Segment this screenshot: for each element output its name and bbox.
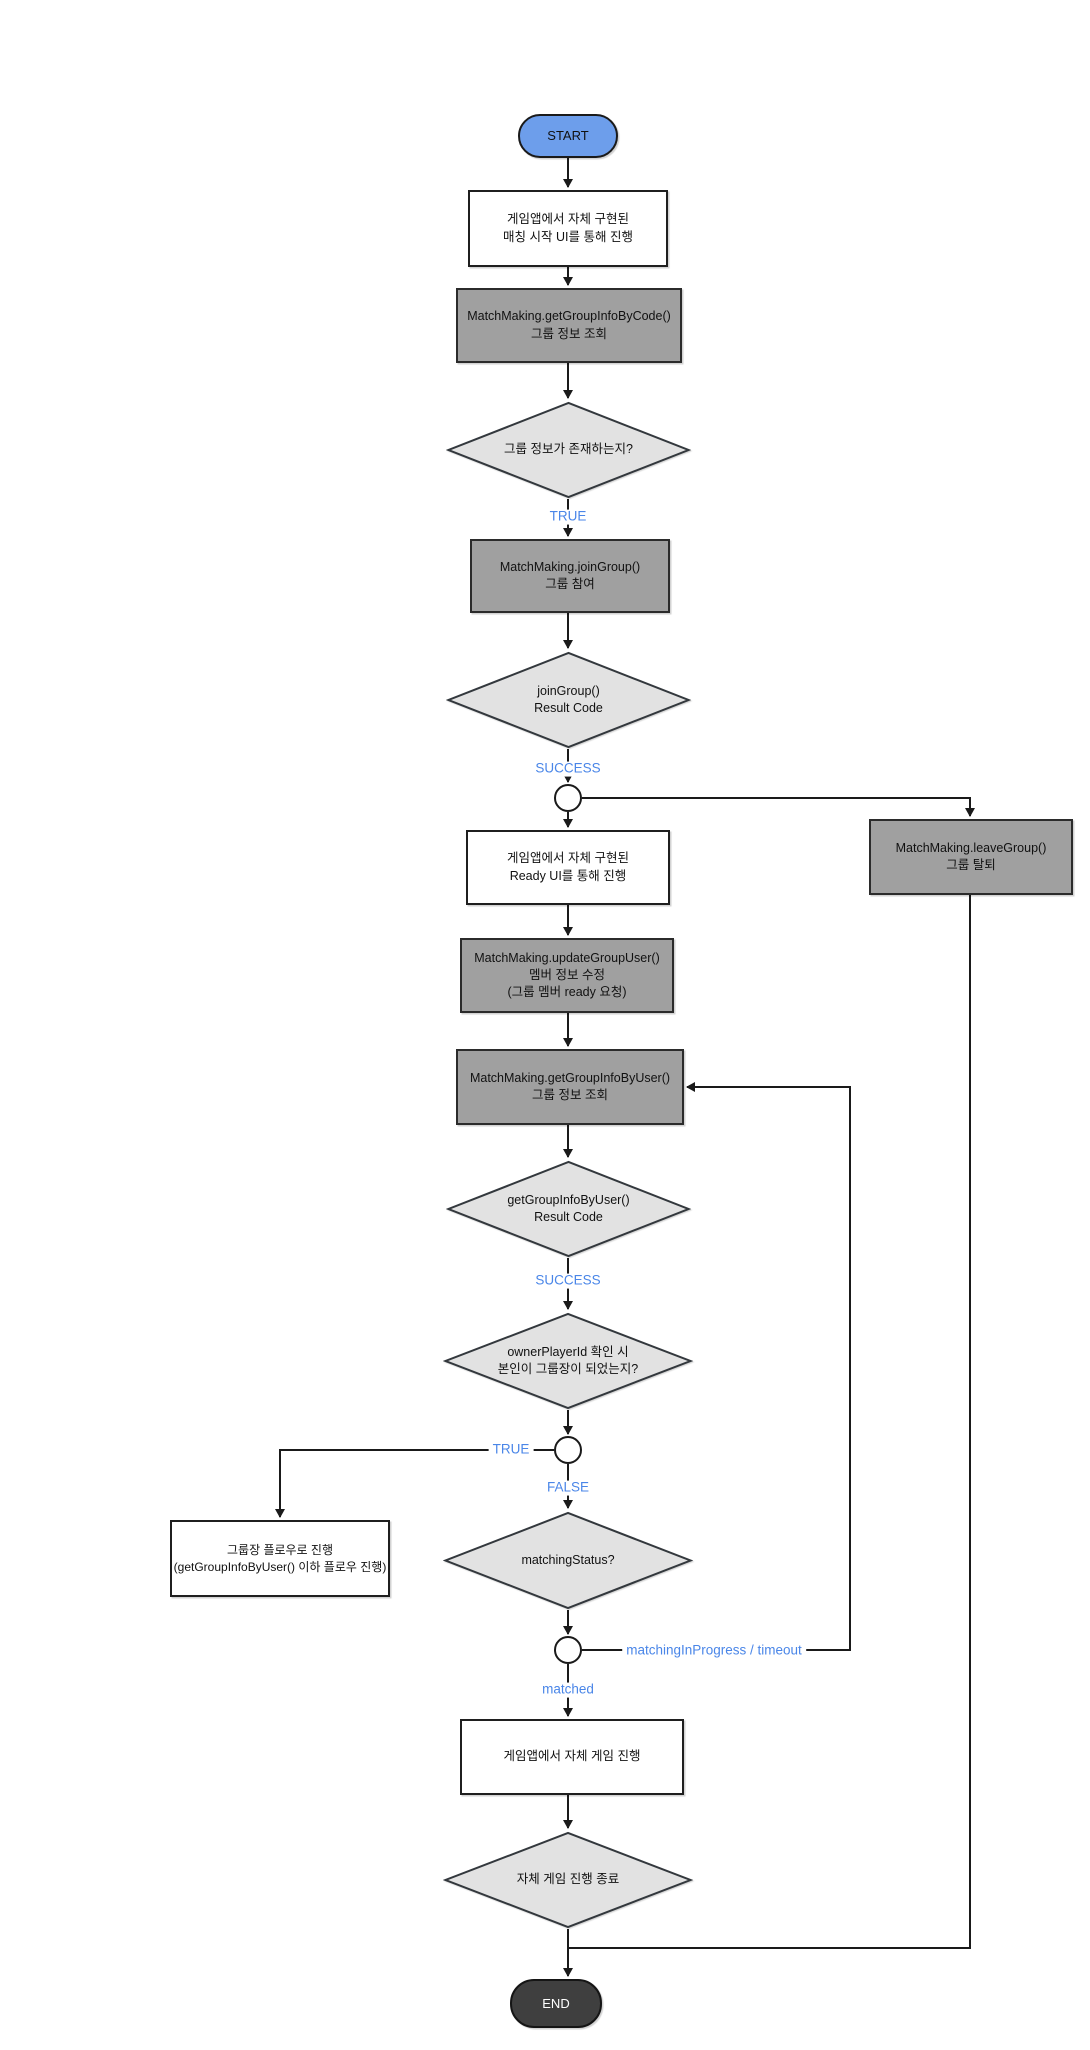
process-get-group-info-by-code: MatchMaking.getGroupInfoByCode() 그룹 정보 조… [456, 288, 682, 363]
decision-get-group-info-by-user-result-label: getGroupInfoByUser() Result Code [507, 1192, 630, 1224]
edge-junction1-to-leave-group [582, 797, 975, 817]
decision-group-exists-label: 그룹 정보가 존재하는지? [504, 442, 633, 457]
decision-get-group-info-by-user-result: getGroupInfoByUser() Result Code [446, 1160, 691, 1258]
process-ready-ui: 게임앱에서 자체 구현된 Ready UI를 통해 진행 [466, 830, 670, 905]
process-own-game-label: 게임앱에서 자체 게임 진행 [503, 1749, 641, 1764]
decision-owner-check-label: ownerPlayerId 확인 시 본인이 그룹장이 되었는지? [497, 1344, 639, 1376]
diamond-shape [446, 651, 691, 749]
diamond-shape [443, 1511, 693, 1610]
decision-join-group-result-label: joinGroup() Result Code [534, 683, 603, 715]
process-get-group-info-by-user-label: MatchMaking.getGroupInfoByUser() 그룹 정보 조… [469, 1070, 671, 1102]
process-join-group: MatchMaking.joinGroup() 그룹 참여 [470, 539, 670, 613]
process-ready-ui-label: 게임앱에서 자체 구현된 Ready UI를 통해 진행 [507, 851, 629, 883]
decision-join-group-result: joinGroup() Result Code [446, 651, 691, 749]
decision-game-end: 자체 게임 진행 종료 [443, 1831, 693, 1929]
process-update-group-user: MatchMaking.updateGroupUser() 멤버 정보 수정 (… [460, 938, 674, 1013]
start-label: START [547, 128, 589, 144]
edge-label-success-get-info: SUCCESS [531, 1273, 605, 1289]
process-update-group-user-label: MatchMaking.updateGroupUser() 멤버 정보 수정 (… [474, 950, 660, 1000]
decision-matching-status: matchingStatus? [443, 1511, 693, 1610]
edge-leave-group-to-end-join [569, 895, 971, 1949]
process-leader-flow: 그룹장 플로우로 진행 (getGroupInfoByUser() 이하 플로우… [170, 1520, 390, 1597]
process-get-group-info-by-code-label: MatchMaking.getGroupInfoByCode() 그룹 정보 조… [467, 309, 671, 341]
diamond-shape [443, 1312, 693, 1410]
end-label: END [542, 1995, 570, 2011]
edge-label-true-owner: TRUE [488, 1442, 534, 1458]
process-get-group-info-by-user: MatchMaking.getGroupInfoByUser() 그룹 정보 조… [456, 1049, 684, 1125]
decision-group-exists: 그룹 정보가 존재하는지? [446, 401, 691, 499]
process-matching-ui-label: 게임앱에서 자체 구현된 매칭 시작 UI를 통해 진행 [503, 212, 633, 244]
edge-label-matching-in-progress: matchingInProgress / timeout [622, 1643, 806, 1659]
process-matching-ui: 게임앱에서 자체 구현된 매칭 시작 UI를 통해 진행 [468, 190, 668, 267]
diamond-shape [446, 1160, 691, 1258]
diamond-shape [446, 401, 691, 499]
junction-circle-2 [554, 1436, 582, 1464]
end-node: END [510, 1979, 602, 2028]
edge-label-success-join: SUCCESS [531, 761, 605, 777]
diamond-shape [443, 1831, 693, 1929]
decision-owner-check: ownerPlayerId 확인 시 본인이 그룹장이 되었는지? [443, 1312, 693, 1410]
edge-junction2-true-to-leader-flow [275, 1449, 554, 1518]
process-leave-group: MatchMaking.leaveGroup() 그룹 탈퇴 [869, 819, 1073, 895]
junction-circle-3 [554, 1636, 582, 1664]
process-leader-flow-label: 그룹장 플로우로 진행 (getGroupInfoByUser() 이하 플로우… [173, 1542, 387, 1574]
decision-game-end-label: 자체 게임 진행 종료 [516, 1872, 620, 1887]
edge-label-false-owner: FALSE [542, 1480, 594, 1496]
edge-label-true-group-exists: TRUE [545, 509, 591, 525]
start-node: START [518, 114, 618, 158]
decision-matching-status-label: matchingStatus? [521, 1552, 615, 1567]
process-leave-group-label: MatchMaking.leaveGroup() 그룹 탈퇴 [895, 840, 1047, 872]
edge-label-matched: matched [538, 1682, 598, 1698]
process-own-game: 게임앱에서 자체 게임 진행 [460, 1719, 684, 1795]
junction-circle-1 [554, 784, 582, 812]
process-join-group-label: MatchMaking.joinGroup() 그룹 참여 [499, 559, 641, 591]
